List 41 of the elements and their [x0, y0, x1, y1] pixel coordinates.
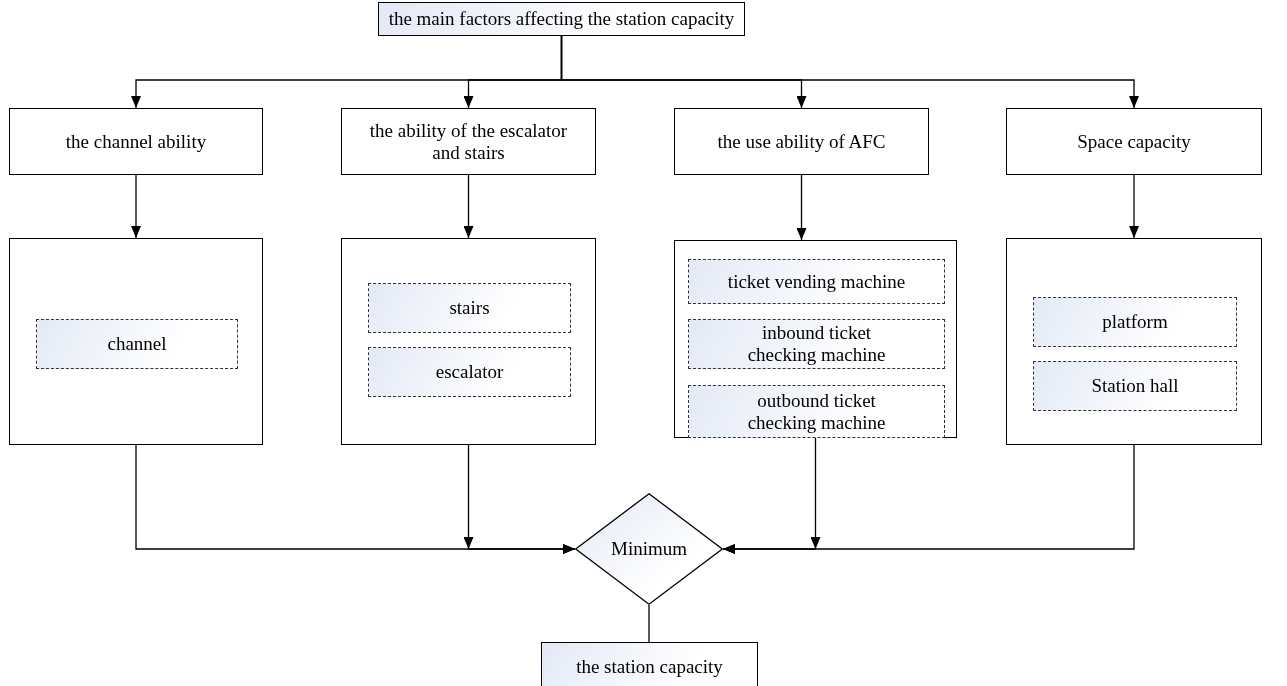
node-label: Station hall	[1090, 375, 1180, 397]
arrow	[464, 444, 576, 554]
node-label: the use ability of AFC	[716, 130, 887, 153]
node-label: platform	[1101, 311, 1169, 333]
node-label: inbound ticket checking machine	[746, 322, 887, 366]
node-label: ticket vending machine	[726, 270, 907, 293]
process-box	[1006, 108, 1262, 175]
node-label: the ability of the escalator and stairs	[368, 119, 569, 164]
process-box	[674, 108, 929, 175]
process-box	[541, 642, 758, 686]
process-box	[9, 108, 263, 175]
group-box	[341, 238, 596, 445]
group-box	[674, 240, 957, 438]
item-box	[368, 283, 571, 333]
item-box	[1033, 361, 1237, 411]
node-label: Space capacity	[1076, 130, 1192, 153]
node-label: outbound ticket checking machine	[746, 389, 887, 434]
arrow	[1129, 174, 1139, 239]
node-label: escalator	[434, 361, 505, 383]
decision-diamond	[575, 493, 723, 605]
arrow	[796, 174, 807, 241]
node-label: the main factors affecting the station capacity	[387, 8, 736, 30]
arrow	[463, 174, 474, 239]
node-label: the station capacity	[575, 656, 724, 678]
item-box	[688, 385, 945, 438]
group-box	[9, 238, 263, 445]
arrow	[131, 174, 141, 239]
group-box	[1006, 238, 1262, 445]
item-box	[688, 259, 945, 304]
item-box	[688, 319, 945, 369]
arrow	[560, 35, 1139, 109]
node-label: stairs	[448, 297, 491, 319]
node-label: the channel ability	[64, 130, 208, 153]
arrow	[722, 444, 1135, 554]
process-box	[341, 108, 596, 175]
process-box	[378, 2, 745, 36]
item-box	[36, 319, 238, 369]
item-box	[368, 347, 571, 397]
item-box	[1033, 297, 1237, 347]
node-label: Minimum	[610, 538, 688, 560]
node-label: channel	[106, 333, 168, 355]
